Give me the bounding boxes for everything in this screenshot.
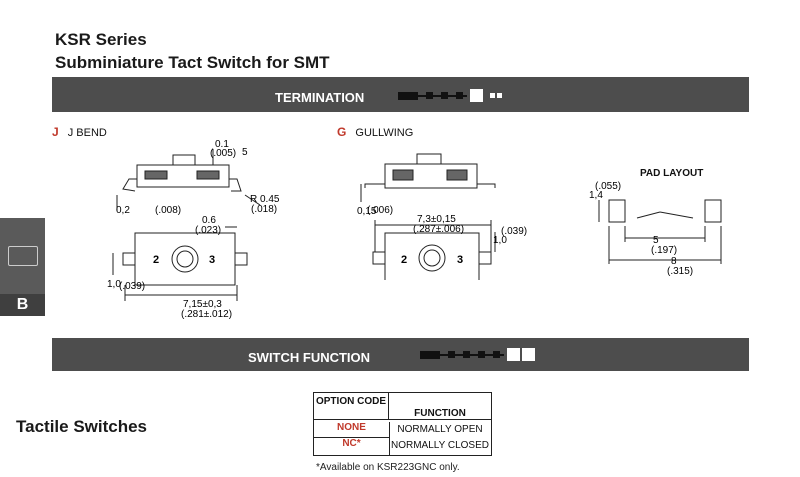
j-pin-left-label: 2	[153, 254, 159, 266]
pad-dim-gap2: (.197)	[651, 245, 677, 256]
variant-j-bend: J J BEND	[52, 125, 107, 139]
termination-bar: TERMINATION	[52, 77, 749, 112]
g-dim-len2: (.287±.006)	[413, 224, 464, 235]
g-pin-left-label: 2	[401, 254, 407, 266]
j-dim-r: R 0.45	[250, 194, 280, 205]
pad-dim-gap1: 5	[653, 235, 659, 246]
j-dim-len2: (.281±.012)	[181, 309, 232, 320]
g-dim-len1: 7,3±0,15	[417, 214, 456, 225]
j-dim-w2: (.023)	[195, 225, 221, 236]
pad-dim-total1: 8	[671, 256, 677, 267]
gullwing-drawing: 2 3 0,15 (.006) 7,3±0,15 (.287±.006) 1,0…	[357, 153, 527, 280]
j-dim-h2: (.039)	[119, 281, 145, 292]
j-dim-left2: (.008)	[155, 205, 181, 216]
j-dim-r-inch: (.018)	[251, 204, 277, 215]
g-dim-h2: (.039)	[501, 226, 527, 237]
j-dim-left1: 0,2	[116, 205, 130, 216]
termination-label: TERMINATION	[275, 90, 365, 105]
side-tab-letter: B	[0, 294, 45, 316]
pad-layout-title: PAD LAYOUT	[640, 168, 704, 179]
series-title: KSR Series	[55, 30, 147, 49]
option-row-function: NORMALLY OPEN	[397, 424, 483, 435]
option-row-code: NONE	[314, 422, 390, 437]
pad-dim-h1: 1,4	[589, 190, 603, 201]
switch-function-bar: SWITCH FUNCTION	[52, 338, 749, 371]
variant-code: G	[337, 125, 347, 139]
j-dim-b: (.005)	[210, 148, 236, 159]
option-code-header: OPTION CODE	[314, 393, 389, 420]
switch-function-label: SWITCH FUNCTION	[248, 350, 371, 365]
j-dim-c: 5	[242, 147, 248, 158]
option-table: OPTION CODE FUNCTION NONE NORMALLY OPEN …	[313, 392, 492, 456]
termination-marker-icon	[398, 89, 502, 102]
side-tab: B	[0, 218, 45, 316]
j-dim-len1: 7,15±0,3	[183, 299, 222, 310]
page-subtitle: Subminiature Tact Switch for SMT	[55, 53, 330, 72]
variant-name: J BEND	[67, 127, 107, 139]
option-row-code: NC*	[314, 437, 390, 456]
function-header: FUNCTION	[389, 393, 491, 420]
variant-name: GULLWING	[355, 127, 414, 139]
pad-dim-total2: (.315)	[667, 266, 693, 277]
g-dim-h1: 1,0	[493, 235, 507, 246]
section-title: Tactile Switches	[16, 417, 148, 436]
j-bend-drawing: 2 3 0.1 (.005) 5 R 0.45 (.018) 0,2 (.008…	[107, 139, 280, 320]
switch-function-marker-icon	[420, 348, 535, 361]
pad-layout-drawing: 1,4 (.055) 5 (.197) 8 (.315)	[589, 181, 722, 277]
j-dim-a: 0.1	[215, 139, 229, 150]
g-pin-right-label: 3	[457, 254, 463, 266]
j-pin-right-label: 3	[209, 254, 215, 266]
switch-outline-icon	[8, 246, 38, 266]
j-dim-w1: 0.6	[202, 215, 216, 226]
pad-dim-h2: (.055)	[595, 181, 621, 192]
g-dim-left2: (.006)	[367, 205, 393, 216]
variant-code: J	[52, 125, 59, 139]
variant-gullwing: G GULLWING	[337, 125, 413, 139]
option-row-function: NORMALLY CLOSED	[391, 440, 489, 451]
j-dim-h1: 1,0	[107, 279, 121, 290]
g-dim-left1: 0,15	[357, 206, 377, 217]
footnote: *Available on KSR223GNC only.	[316, 462, 460, 473]
